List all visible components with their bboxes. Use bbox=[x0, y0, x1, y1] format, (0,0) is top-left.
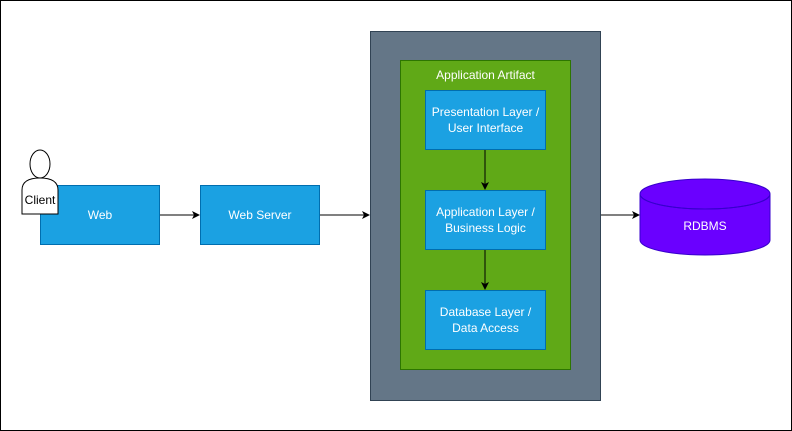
database-layer-label-line1: Database Layer / bbox=[439, 305, 532, 319]
presentation-layer-label-line2: User Interface bbox=[447, 121, 524, 135]
client-actor-icon bbox=[21, 149, 59, 215]
application-layer-label-line2: Business Logic bbox=[445, 221, 526, 235]
web-server-label: Web Server bbox=[228, 208, 292, 222]
web-server-box: Web Server bbox=[200, 185, 320, 245]
database-layer-box: Database Layer / Data Access bbox=[425, 290, 546, 350]
client-label: Client bbox=[24, 193, 56, 207]
presentation-layer-box: Presentation Layer / User Interface bbox=[425, 90, 546, 150]
web-box: Web bbox=[40, 185, 160, 245]
application-layer-label-line1: Application Layer / bbox=[436, 205, 535, 219]
database-layer-label-line2: Data Access bbox=[452, 321, 519, 335]
rdbms-label: RDBMS bbox=[683, 219, 727, 233]
web-label: Web bbox=[87, 208, 113, 222]
application-layer-box: Application Layer / Business Logic bbox=[425, 190, 546, 250]
presentation-layer-label-line1: Presentation Layer / bbox=[431, 105, 540, 119]
rdbms-cylinder-icon bbox=[639, 178, 771, 256]
application-artifact-label: Application Artifact bbox=[436, 68, 535, 82]
